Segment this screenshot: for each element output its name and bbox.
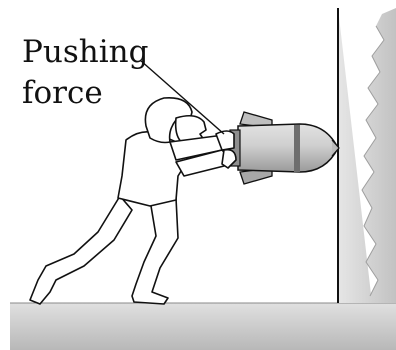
rocket: [230, 112, 339, 184]
annotation-line-1: Pushing: [22, 34, 148, 70]
person-pushing-figure: [30, 98, 236, 304]
annotation-line-2: force: [22, 75, 103, 111]
wall: [338, 8, 396, 303]
floor: [10, 303, 396, 350]
